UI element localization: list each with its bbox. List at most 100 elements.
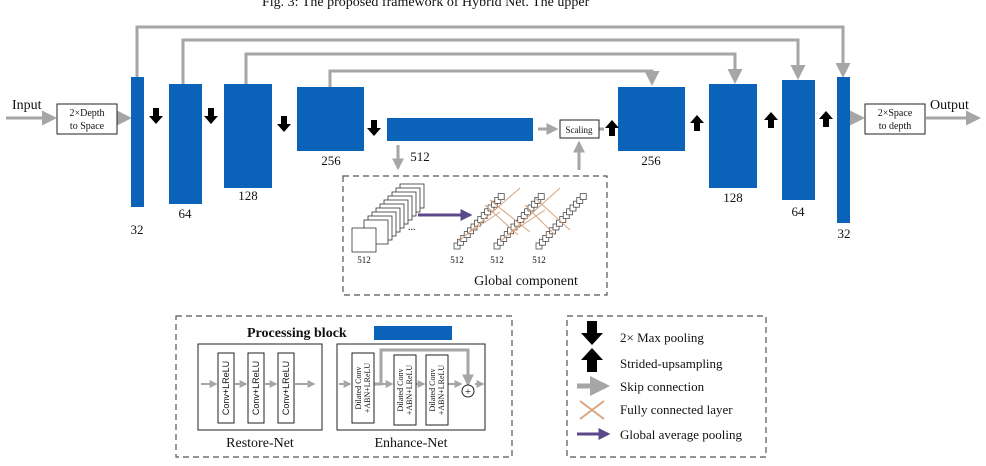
decoder-block-128 <box>709 84 757 188</box>
vector-cell-col3 <box>569 204 577 212</box>
encoder-block-128 <box>224 84 272 188</box>
legend-upsample-icon <box>581 348 603 372</box>
upsample-arrow-icon <box>819 111 833 127</box>
maxpool-arrow-icon <box>149 108 163 124</box>
maxpool-arrow-icon <box>204 108 218 124</box>
legend-maxpool-label: 2× Max pooling <box>620 330 704 345</box>
enhance-layer-2-line2: +ABN+LReLU <box>405 365 414 416</box>
vector-cell-col2 <box>503 231 511 238</box>
vector-cell-col3 <box>573 200 580 208</box>
vector-cell-col1 <box>484 208 491 216</box>
upsample-arrow-icon <box>605 120 619 136</box>
global-col1-label: 512 <box>450 255 464 265</box>
legend-fc-icon <box>579 400 605 420</box>
channel-label-enc2: 64 <box>179 206 193 221</box>
restore-net-layers: Conv+LReLU Conv+LReLU Conv+LReLU <box>217 352 295 424</box>
skip-connections <box>135 25 851 87</box>
vector-cell-col3 <box>579 193 587 200</box>
vector-cell-col3 <box>562 212 570 219</box>
input-label: Input <box>12 98 42 113</box>
global-col3-label: 512 <box>532 255 546 265</box>
processing-block-title: Processing block <box>247 326 347 341</box>
vector-cell-col1 <box>460 235 468 242</box>
enhance-layer-2-line1: Dilated Conv <box>396 369 405 412</box>
enhance-layer-3 <box>425 354 449 426</box>
vector-cell-col3 <box>552 223 560 231</box>
vector-cell-col1 <box>453 242 461 250</box>
legend-maxpool-icon <box>581 321 603 345</box>
upsample-arrow-icon <box>690 115 704 131</box>
restore-net-caption: Restore-Net <box>226 436 294 451</box>
vector-cell-col3 <box>535 242 543 250</box>
vector-cell-col3 <box>542 235 550 242</box>
enhance-layer-3-line1: Dilated Conv <box>428 369 437 412</box>
vector-cell-col3 <box>576 197 584 204</box>
vector-cell-col1 <box>494 197 502 204</box>
encoder-block-64 <box>169 84 202 204</box>
enhance-layer-1 <box>351 352 375 424</box>
vector-cell-col1 <box>474 219 481 227</box>
encoder-block-32 <box>131 77 144 207</box>
depth-to-space-line1: 2×Depth <box>69 108 104 119</box>
vector-cell-col2 <box>524 208 531 216</box>
maxpool-arrows <box>149 108 381 136</box>
decoder-block-64 <box>782 80 815 200</box>
enhance-layer-1-line1: Dilated Conv <box>354 367 363 410</box>
depth-to-space-box <box>56 103 118 135</box>
channel-label-dec2: 64 <box>792 204 806 219</box>
vector-cell-col3 <box>549 227 556 235</box>
skip-connection-64 <box>181 38 806 84</box>
skip-connection-32 <box>135 25 851 78</box>
global-component-box <box>342 175 608 296</box>
vector-cell-col1 <box>497 193 505 200</box>
space-to-depth-box <box>864 103 926 135</box>
encoder-block-256 <box>297 87 364 151</box>
processing-block-swatch <box>374 326 452 340</box>
channel-label-bottleneck: 512 <box>410 149 430 164</box>
global-feature-stack <box>351 183 425 253</box>
network-blocks <box>131 77 850 223</box>
enhance-layer-2 <box>393 354 417 426</box>
global-col2-label: 512 <box>490 255 504 265</box>
global-stack-label: 512 <box>357 255 371 265</box>
vector-cell-col1 <box>457 238 464 246</box>
global-component-title: Global component <box>474 274 578 289</box>
vector-cell-col2 <box>537 193 545 200</box>
legend-fc-label: Fully connected layer <box>620 402 733 417</box>
legend-skip-label: Skip connection <box>620 379 705 394</box>
restore-layer-3 <box>277 352 295 424</box>
vector-cell-col2 <box>517 216 525 223</box>
vector-cell-col1 <box>491 200 498 208</box>
restore-layer-1 <box>217 352 235 424</box>
depth-to-space-line2: to Space <box>70 121 105 132</box>
restore-layer-2 <box>247 352 265 424</box>
vector-cell-col3 <box>566 208 573 216</box>
legend-gap-label: Global average pooling <box>620 427 743 442</box>
decoder-block-32 <box>837 77 850 223</box>
bottleneck-block-512 <box>387 118 533 141</box>
restore-layer-1-label: Conv+LReLU <box>221 361 231 415</box>
vector-cell-col2 <box>493 242 501 250</box>
channel-label-dec1: 32 <box>838 226 851 241</box>
maxpool-arrow-icon <box>367 120 381 136</box>
scaling-box <box>559 119 600 139</box>
upsample-arrow-icon <box>764 112 778 128</box>
vector-cell-col3 <box>559 216 567 223</box>
decoder-block-256 <box>618 87 685 151</box>
channel-label-dec4: 256 <box>641 153 661 168</box>
global-vector-columns <box>453 193 587 250</box>
global-stack-ellipsis: ... <box>408 222 416 233</box>
skip-connection-128 <box>244 52 743 84</box>
output-label: Output <box>930 98 969 113</box>
channel-label-enc4: 256 <box>321 153 341 168</box>
enhance-layer-3-line2: +ABN+LReLU <box>437 365 446 416</box>
residual-sum-plus: + <box>465 386 471 398</box>
space-to-depth-line1: 2×Space <box>878 108 913 119</box>
enhance-net-layers: Dilated Conv +ABN+LReLU Dilated Conv +AB… <box>351 352 449 426</box>
processing-block-panel <box>175 315 513 458</box>
channel-label-enc1: 32 <box>131 222 144 237</box>
figure-caption: Fig. 3: The proposed framework of Hybrid… <box>262 0 590 10</box>
fully-connected-lines <box>457 187 571 243</box>
channel-label-dec3: 128 <box>723 190 743 205</box>
